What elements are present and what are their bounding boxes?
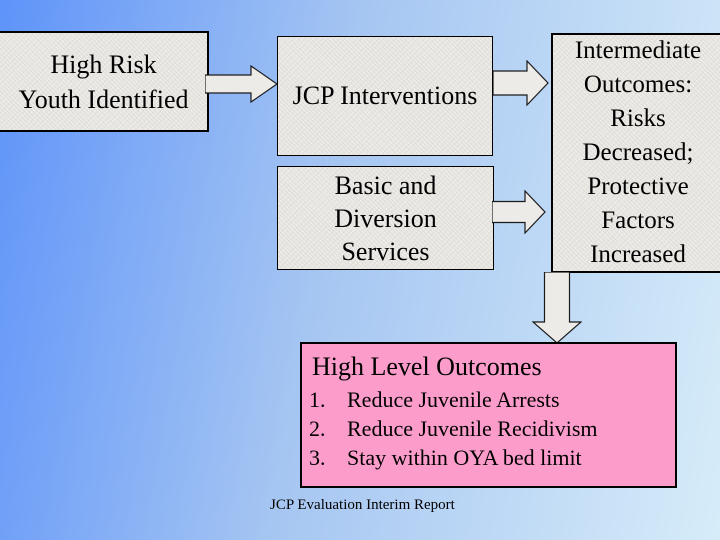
arrow-right-icon xyxy=(492,190,546,234)
list-item-number: 3. xyxy=(309,445,326,470)
box-line: Factors xyxy=(601,207,675,234)
box-line: Outcomes: xyxy=(583,71,693,98)
list-item-text: Reduce Juvenile Arrests xyxy=(347,387,560,412)
flow-box-jcp-interventions: JCP Interventions xyxy=(277,36,493,156)
box-line: Increased xyxy=(590,241,686,268)
box-line: High Risk xyxy=(50,49,157,79)
box-line: Services xyxy=(341,236,430,266)
box-line: Youth Identified xyxy=(18,84,189,114)
box-line: Protective xyxy=(587,173,689,200)
arrow-right-icon xyxy=(205,65,278,103)
list-item-text: Stay within OYA bed limit xyxy=(347,445,582,470)
flow-box-high-risk-youth: High Risk Youth Identified xyxy=(0,31,209,132)
arrow-down-icon xyxy=(532,272,582,344)
list-item-number: 1. xyxy=(309,387,326,412)
outcomes-list-item: 2. Reduce Juvenile Recidivism xyxy=(309,414,675,443)
list-item-number: 2. xyxy=(309,416,326,441)
outcomes-title: High Level Outcomes xyxy=(312,352,542,381)
flow-box-high-level-outcomes: High Level Outcomes 1. Reduce Juvenile A… xyxy=(300,342,677,488)
box-line: Decreased; xyxy=(582,139,694,166)
outcomes-list-item: 3. Stay within OYA bed limit xyxy=(309,443,675,472)
outcomes-list-item: 1. Reduce Juvenile Arrests xyxy=(309,385,675,414)
box-line: JCP Interventions xyxy=(292,81,478,110)
arrow-right-icon xyxy=(493,60,549,106)
box-line: Risks xyxy=(610,105,666,132)
box-line: Basic and xyxy=(334,170,437,200)
flow-box-intermediate-outcomes: Intermediate Outcomes: Risks Decreased; … xyxy=(551,33,720,273)
box-line: Intermediate xyxy=(574,37,702,64)
list-item-text: Reduce Juvenile Recidivism xyxy=(347,416,598,441)
box-line: Diversion xyxy=(334,203,437,233)
slide-footer-text: JCP Evaluation Interim Report xyxy=(270,497,455,513)
flow-box-basic-diversion-services: Basic and Diversion Services xyxy=(277,166,494,270)
